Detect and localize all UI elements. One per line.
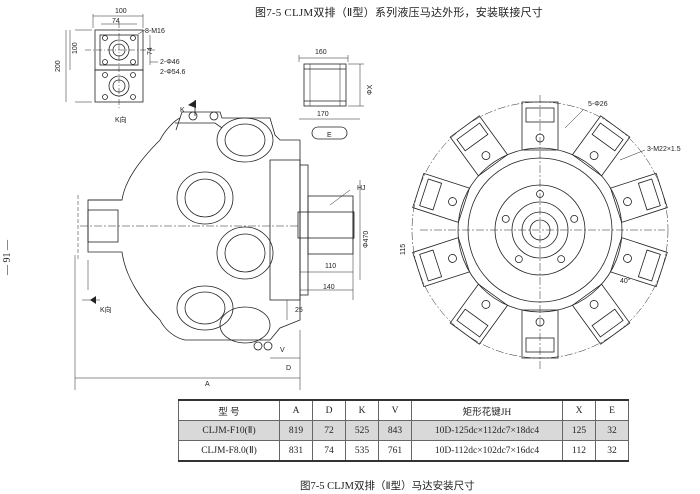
bolt-hole [570, 214, 579, 223]
bolt-hole [514, 255, 523, 264]
cylinder-arm [412, 172, 470, 223]
table-row: CLJM-F10(Ⅱ) 819 72 525 843 10D-125dc×112… [178, 420, 629, 441]
label-25: 25 [295, 307, 303, 314]
motor-front-view [411, 95, 669, 370]
label-shaft-160: 160 [315, 49, 327, 56]
cylinder-arm [521, 309, 559, 359]
cylinder-arm [610, 172, 668, 223]
cell-k: 535 [345, 440, 379, 462]
bolt-hole [557, 255, 566, 264]
label-angle-40: 40° [620, 277, 631, 285]
header-k: K [345, 399, 379, 421]
label-d: D [286, 365, 291, 372]
cylinder-arm [571, 115, 631, 177]
cell-spline: 10D-112dc×102dc7×16dc4 [411, 440, 563, 462]
label-top-width: 100 [115, 8, 127, 15]
label-thread: 8-M16 [145, 28, 165, 35]
label-phi-x: ΦX [367, 84, 374, 95]
cylinder-arm [521, 101, 559, 151]
label-side-74: 74 [147, 47, 154, 55]
label-thread-3: 3-M22×1.5 [647, 146, 681, 153]
cell-x: 112 [562, 440, 596, 462]
header-d: D [312, 399, 346, 421]
cell-x: 125 [562, 420, 596, 441]
label-hole-54: 2-Φ54.6 [160, 69, 186, 76]
header-model: 型 号 [178, 399, 280, 421]
label-hj: HJ [357, 185, 366, 192]
cell-k: 525 [345, 420, 379, 441]
label-e: E [327, 132, 332, 139]
cell-a: 819 [279, 420, 313, 441]
cylinder-arm [449, 115, 509, 177]
header-x: X [562, 399, 596, 421]
cell-d: 72 [312, 420, 346, 441]
shaft-detail [298, 55, 364, 140]
cell-a: 831 [279, 440, 313, 462]
label-110: 110 [325, 263, 336, 270]
label-k-mark: K [180, 107, 185, 114]
figure-title: 图7-5 CLJM双排（Ⅱ型）系列液压马达外形，安装联接尺寸 [255, 7, 543, 19]
label-a: A [205, 381, 210, 388]
radial-cylinders [412, 101, 668, 359]
spec-table: 型 号 A D K V 矩形花键JH X E CLJM-F10(Ⅱ) 819 7… [178, 399, 629, 462]
table-caption: 图7-5 CLJM双排（Ⅱ型）马达安装尺寸 [300, 481, 475, 492]
cell-e: 32 [595, 420, 629, 441]
label-side-200: 200 [55, 60, 62, 72]
label-phi-470: Φ470 [363, 231, 370, 248]
motor-side-view [74, 100, 361, 390]
cell-model: CLJM-F10(Ⅱ) [178, 420, 280, 441]
cylinder-arm [412, 237, 470, 288]
label-top-width-inner: 74 [112, 18, 120, 25]
table-header-row: 型 号 A D K V 矩形花键JH X E [178, 399, 629, 421]
label-115: 115 [400, 244, 407, 255]
bolt-hole [536, 190, 544, 198]
header-a: A [279, 399, 313, 421]
header-e: E [595, 399, 629, 421]
flange-top-view [65, 14, 155, 110]
label-holes-5: 5-Φ26 [588, 101, 608, 108]
table-row: CLJM-F8.0(Ⅱ) 831 74 535 761 10D-112dc×10… [178, 440, 629, 462]
label-140: 140 [323, 284, 335, 291]
cell-d: 74 [312, 440, 346, 462]
label-hole-46: 2-Φ46 [160, 59, 180, 66]
header-spline: 矩形花键JH [411, 399, 563, 421]
cell-v: 761 [378, 440, 412, 462]
label-view-k-top: K向 [115, 115, 127, 124]
cell-model: CLJM-F8.0(Ⅱ) [178, 440, 280, 462]
label-view-k-left: K向 [100, 305, 112, 314]
bolt-hole [501, 214, 510, 223]
label-shaft-170: 170 [317, 111, 329, 118]
cell-e: 32 [595, 440, 629, 462]
header-v: V [378, 399, 412, 421]
technical-drawing: 100 74 8-M16 100 74 200 2-Φ46 2-Φ54.6 K向 [55, 8, 681, 390]
label-v: V [280, 347, 285, 354]
label-side-100: 100 [72, 42, 79, 54]
cylinder-arm [449, 283, 509, 345]
cell-v: 843 [378, 420, 412, 441]
cell-spline: 10D-125dc×112dc7×18dc4 [411, 420, 563, 441]
cylinder-arm [571, 283, 631, 345]
cylinder-arm [610, 237, 668, 288]
